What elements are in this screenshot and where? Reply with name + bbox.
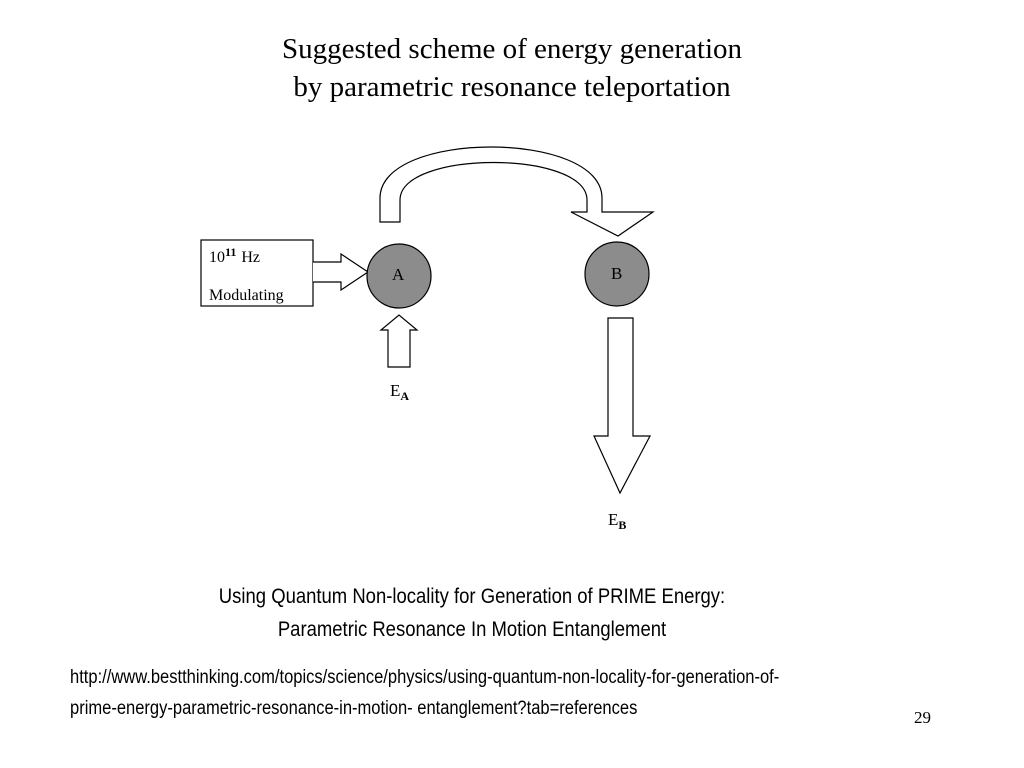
energy-input-arrow [379, 314, 419, 368]
energy-b-main: E [608, 510, 618, 529]
energy-b-label: EB [608, 510, 626, 532]
modulator-box [200, 239, 314, 307]
energy-a-label: EA [390, 381, 409, 403]
reference-title-line-2: Parametric Resonance In Motion Entanglem… [277, 618, 667, 641]
energy-b-subscript: B [618, 518, 626, 532]
energy-output-arrow [593, 317, 651, 495]
modulator-unit: Hz [241, 249, 260, 266]
energy-a-main: E [390, 381, 400, 400]
slide-title: Suggested scheme of energy generation by… [0, 30, 1024, 106]
node-a [366, 243, 432, 309]
energy-a-subscript: A [400, 389, 409, 403]
reference-url-line-2[interactable]: prime-energy-parametric-resonance-in-mot… [70, 698, 638, 719]
node-a-label: A [392, 265, 405, 284]
teleportation-curved-arrow [379, 146, 655, 237]
modulator-exponent: 11 [225, 245, 236, 259]
node-b-label: B [611, 264, 622, 283]
modulator-frequency: 1011 Hz [209, 245, 260, 266]
modulator-label: Modulating [209, 287, 284, 304]
page-number: 29 [914, 708, 931, 727]
reference-url-line-1[interactable]: http://www.bestthinking.com/topics/scien… [70, 667, 780, 688]
modulator-arrow [313, 252, 370, 292]
reference-url[interactable]: http://www.bestthinking.com/topics/scien… [70, 662, 923, 724]
reference-title: Using Quantum Non-locality for Generatio… [57, 580, 888, 646]
node-b [584, 241, 650, 307]
modulator-base: 10 [209, 249, 225, 266]
title-line-2: by parametric resonance teleportation [293, 71, 731, 103]
reference-title-line-1: Using Quantum Non-locality for Generatio… [218, 585, 726, 608]
title-line-1: Suggested scheme of energy generation [281, 33, 743, 65]
